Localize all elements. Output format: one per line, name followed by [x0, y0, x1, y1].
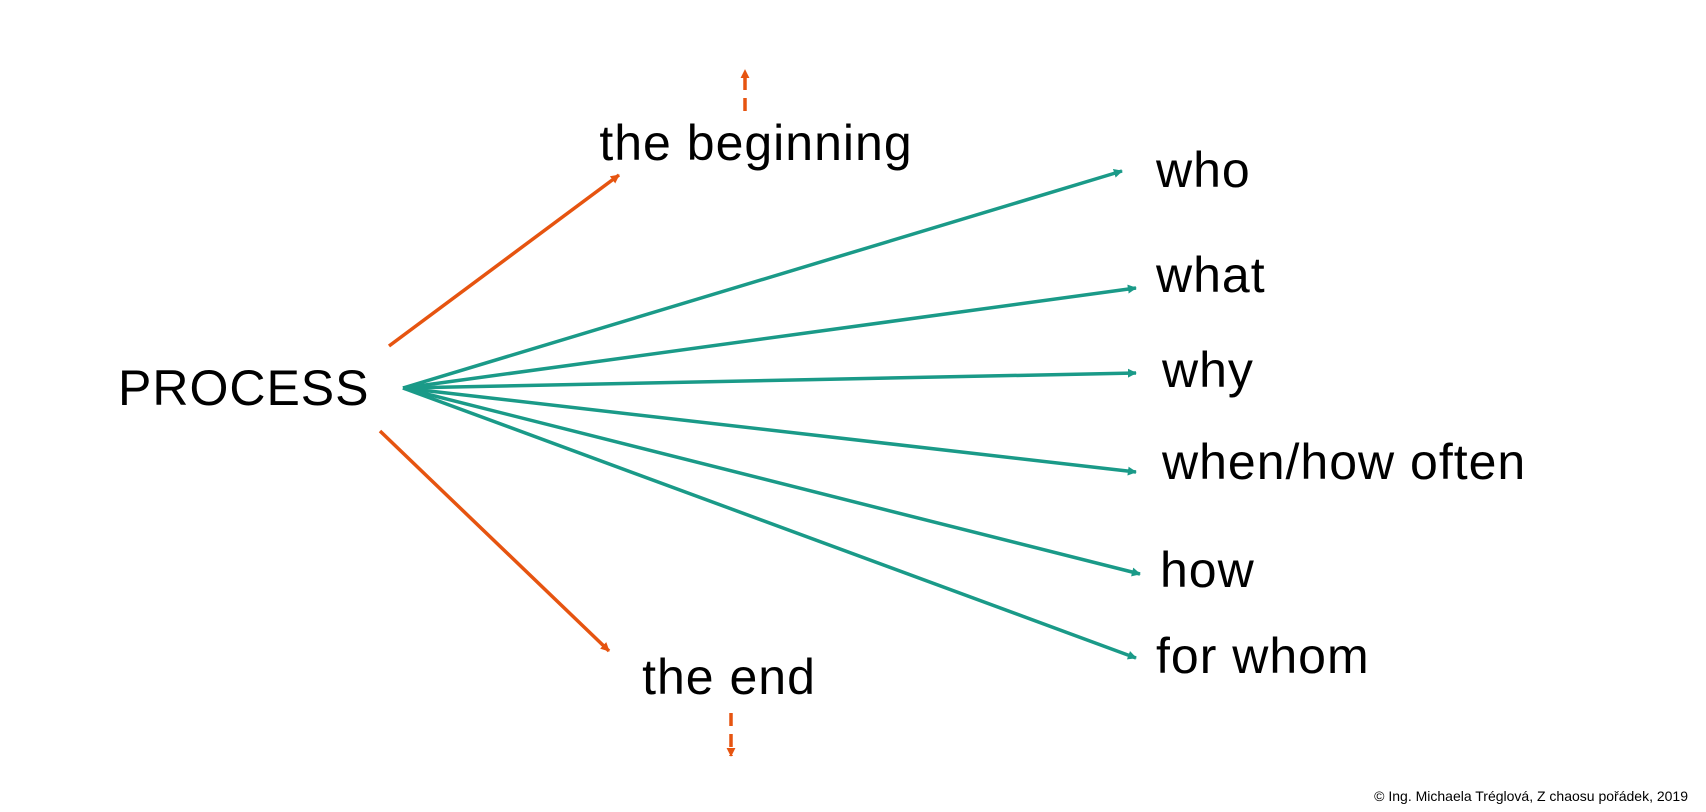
process-label: PROCESS: [118, 360, 370, 416]
arrow-to-end: [378, 429, 611, 653]
question-how: how: [1160, 542, 1255, 598]
question-when-how-often: when/how often: [1162, 434, 1527, 490]
question-for-whom: for whom: [1156, 628, 1370, 684]
arrow-to-for-whom: [402, 386, 1137, 660]
question-why: why: [1162, 342, 1254, 398]
arrow-to-how: [402, 386, 1141, 577]
beginning-label: the beginning: [599, 115, 913, 171]
end-label: the end: [642, 649, 816, 705]
question-who: who: [1156, 142, 1251, 198]
arrow-to-when-how-often: [402, 386, 1137, 476]
arrow-to-beginning: [387, 173, 621, 348]
arrow-to-why: [402, 368, 1137, 390]
arrow-to-who: [402, 169, 1123, 390]
question-what: what: [1156, 247, 1266, 303]
copyright-credit: © Ing. Michaela Tréglová, Z chaosu pořád…: [1374, 788, 1688, 804]
arrow-to-what: [402, 284, 1137, 390]
